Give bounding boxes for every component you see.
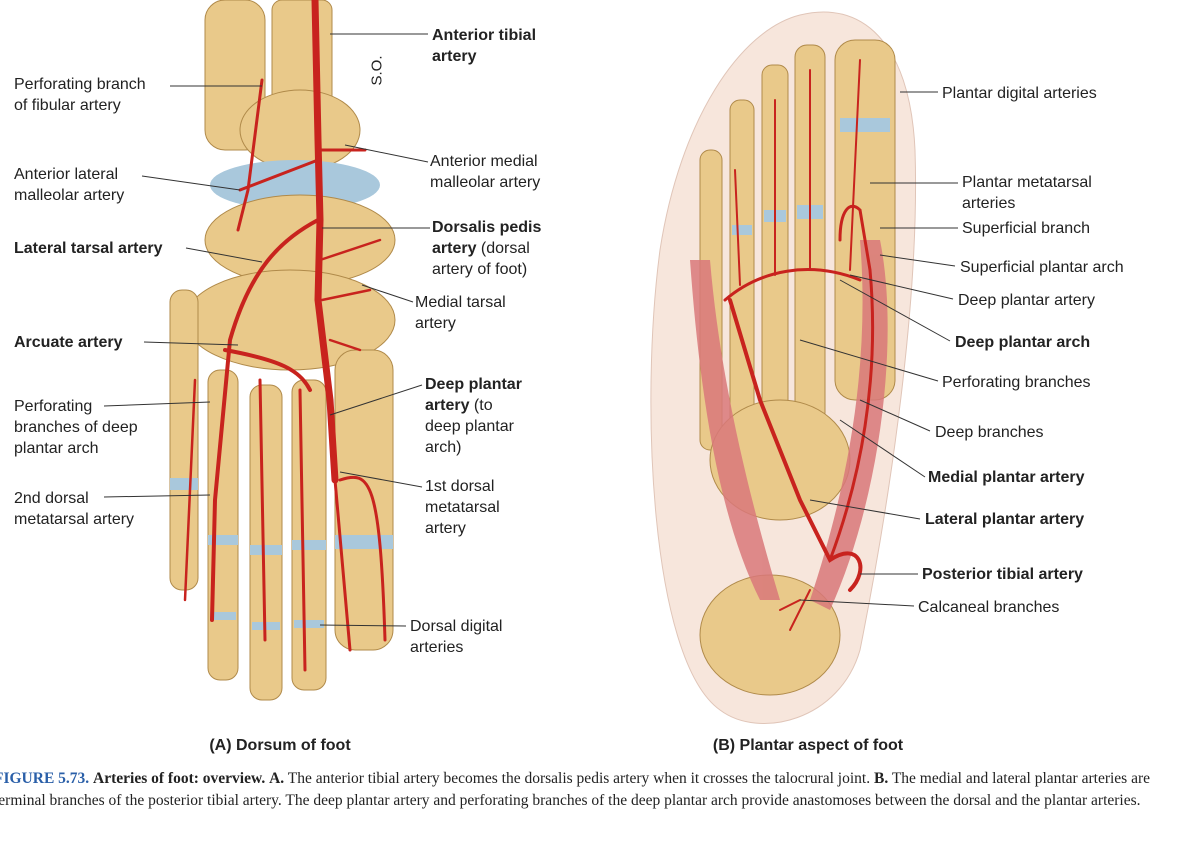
dorsum-foot-drawing [169,0,396,701]
figure-caption: FIGURE 5.73. Arteries of foot: overview.… [0,768,1185,812]
label-lateral-plantar-artery: Lateral plantar artery [925,511,1085,528]
label-lateral-tarsal-artery: Lateral tarsal artery [14,240,163,257]
leader-lines [103,33,958,627]
label-superficial-branch: Superficial branch [962,220,1091,237]
plantar-foot-drawing [650,11,917,724]
panel-b-title: (B) Plantar aspect of foot [712,737,904,754]
figure-title: Arteries of foot: overview. [93,770,266,787]
label-superficial-plantar-arch: Superficial plantar arch [960,259,1124,276]
label-deep-plantar-arch: Deep plantar arch [955,334,1091,351]
label-posterior-tibial-artery: Posterior tibial artery [922,566,1083,583]
label-deep-branches: Deep branches [935,424,1044,441]
label-medial-plantar-artery: Medial plantar artery [928,469,1085,486]
figure-number: FIGURE 5.73. [0,770,90,787]
artist-signature: S.O. [368,55,386,86]
label-plantar-digital-arteries: Plantar digital arteries [942,85,1097,102]
caption-a-marker: A. [269,770,285,787]
label-arcuate-artery: Arcuate artery [14,334,123,351]
caption-a-text: The anterior tibial artery becomes the d… [287,770,871,787]
label-perforating-branches: Perforating branches [942,374,1091,391]
label-deep-plantar-artery-b: Deep plantar artery [958,292,1095,309]
caption-b-marker: B. [873,770,889,787]
caption-b-text: The medial and lateral plantar arteries … [0,770,1150,809]
label-calcaneal-branches: Calcaneal branches [918,599,1060,616]
panel-a-title: (A) Dorsum of foot [209,737,351,754]
